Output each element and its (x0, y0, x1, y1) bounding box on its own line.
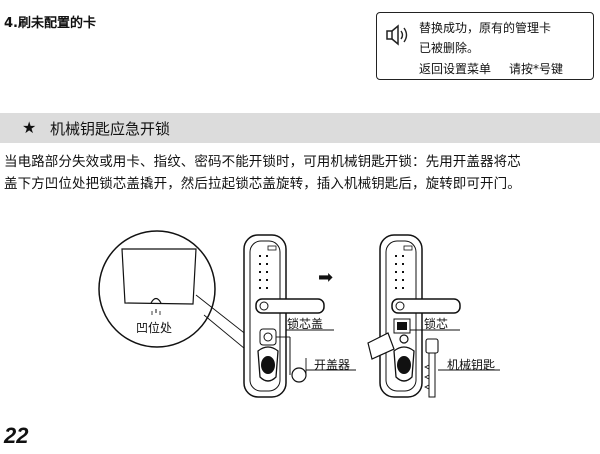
voice-line-1: 替换成功，原有的管理卡 (419, 21, 552, 35)
next-step-arrow-icon: ➡ (318, 267, 333, 288)
star-icon: ★ (22, 118, 37, 137)
voice-line-3-part-2: 请按*号键 (509, 62, 564, 76)
page-number: 22 (4, 423, 29, 448)
lock-closed-cover: 锁芯盖 开盖器 (243, 234, 356, 398)
voice-prompt-box: 替换成功，原有的管理卡 已被删除。 返回设置菜单 请按*号键 (376, 12, 594, 80)
mechanical-key-icon (424, 338, 439, 398)
label-notch: 凹位处 (136, 320, 172, 335)
lock-illustration: 凹位处 锁芯盖 (0, 215, 600, 415)
instruction-line-1: 当电路部分失效或用卡、指纹、密码不能开锁时，可用机械钥匙开锁：先用开盖器将芯 (4, 154, 521, 170)
lock-open-cover: 锁芯 机械钥匙 (367, 234, 500, 398)
label-lock-core: 锁芯 (424, 316, 448, 331)
step-title: 4.刷未配置的卡 (4, 16, 96, 31)
label-opener: 开盖器 (314, 358, 350, 372)
instruction-paragraph: 当电路部分失效或用卡、指纹、密码不能开锁时，可用机械钥匙开锁：先用开盖器将芯 盖… (4, 151, 598, 195)
lock-diagram: 凹位处 锁芯盖 (98, 230, 500, 398)
label-lock-cover: 锁芯盖 (287, 316, 323, 331)
section-header: ★ 机械钥匙应急开锁 (0, 113, 600, 143)
label-mech-key: 机械钥匙 (447, 357, 495, 372)
speaker-icon (386, 24, 408, 46)
voice-line-2: 已被删除。 (419, 41, 480, 55)
voice-line-3-part-1: 返回设置菜单 (419, 62, 492, 76)
voice-line-3: 返回设置菜单 请按*号键 (419, 60, 563, 77)
notch-detail-callout: 凹位处 (98, 230, 263, 364)
instruction-line-2: 盖下方凹位处把锁芯盖撬开，然后拉起锁芯盖旋转，插入机械钥匙后，旋转即可开门。 (4, 176, 521, 192)
section-title: 机械钥匙应急开锁 (50, 120, 171, 138)
